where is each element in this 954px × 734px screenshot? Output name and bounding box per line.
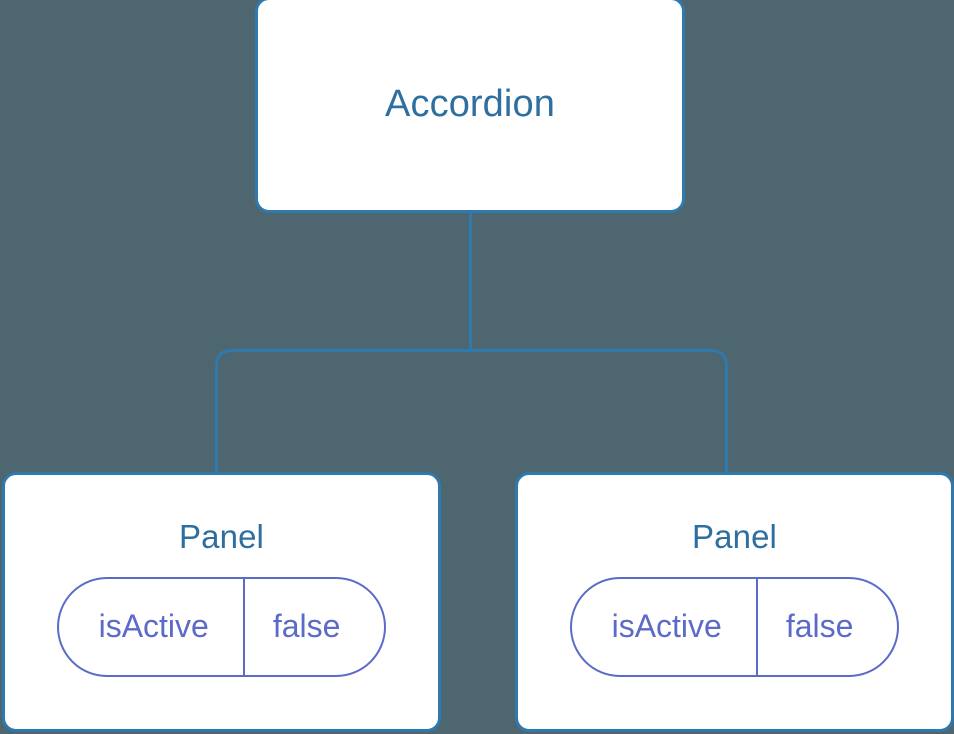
- prop-value-isactive-right: false: [785, 608, 854, 645]
- prop-key-isactive-left: isActive: [59, 578, 245, 675]
- prop-pill-isactive-right[interactable]: isActive false: [569, 576, 900, 677]
- node-accordion-title: Accordion: [385, 83, 555, 126]
- node-panel-left-title: Panel: [179, 518, 264, 555]
- connector-branch-left: [215, 349, 471, 474]
- connector-branch-right: [470, 349, 728, 474]
- prop-pill-isactive-left[interactable]: isActive false: [56, 576, 387, 677]
- node-panel-left[interactable]: Panel isActive false: [2, 472, 441, 732]
- prop-key-isactive-right: isActive: [572, 578, 758, 675]
- node-panel-right-title: Panel: [692, 518, 777, 555]
- node-accordion[interactable]: Accordion: [255, 0, 685, 213]
- node-panel-right[interactable]: Panel isActive false: [515, 472, 954, 732]
- prop-value-isactive-left: false: [272, 608, 341, 645]
